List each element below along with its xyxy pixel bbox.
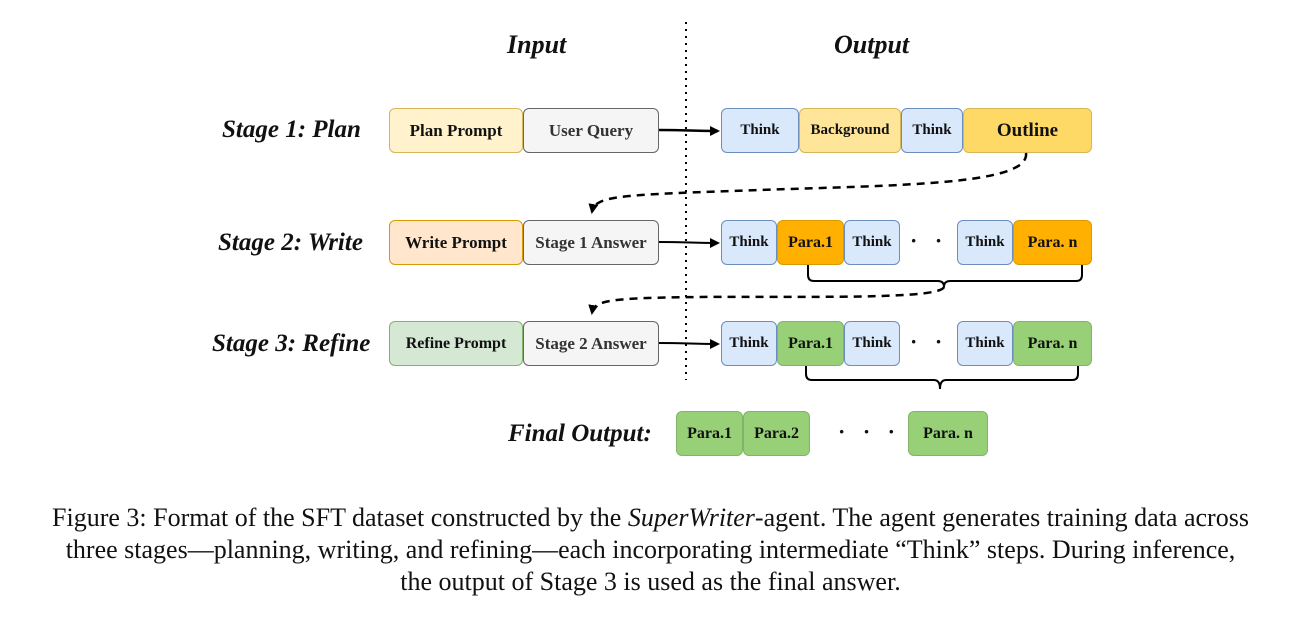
s2-think-3: Think bbox=[957, 220, 1013, 265]
s2-para-1: Para.1 bbox=[777, 220, 844, 265]
stage-2-label: Stage 2: Write bbox=[218, 229, 363, 256]
refine-prompt-box: Refine Prompt bbox=[389, 321, 523, 366]
s2-think-1: Think bbox=[721, 220, 777, 265]
s3-think-2: Think bbox=[844, 321, 900, 366]
s1-think-1: Think bbox=[721, 108, 799, 153]
s1-think-2: Think bbox=[901, 108, 963, 153]
s1-background: Background bbox=[799, 108, 901, 153]
final-para-1: Para.1 bbox=[676, 411, 743, 456]
caption-prefix: Figure 3: Format of the SFT dataset cons… bbox=[52, 503, 628, 532]
output-header: Output bbox=[834, 30, 910, 59]
s2-arrow bbox=[658, 237, 720, 248]
final-para-2: Para.2 bbox=[743, 411, 810, 456]
outline-to-stage1-answer bbox=[588, 152, 1028, 214]
plan-prompt-box: Plan Prompt bbox=[389, 108, 523, 153]
s3-para-1: Para.1 bbox=[777, 321, 844, 366]
figure-caption: Figure 3: Format of the SFT dataset cons… bbox=[48, 502, 1253, 598]
final-ellipsis: · · · bbox=[838, 419, 902, 444]
s3-think-3: Think bbox=[957, 321, 1013, 366]
s3-brace bbox=[805, 366, 1079, 390]
write-prompt-box: Write Prompt bbox=[389, 220, 523, 265]
s2-brace bbox=[807, 265, 1083, 288]
s2-think-2: Think bbox=[844, 220, 900, 265]
input-header: Input bbox=[507, 30, 567, 59]
s3-para-n: Para. n bbox=[1013, 321, 1092, 366]
s3-think-1: Think bbox=[721, 321, 777, 366]
stage2-to-stage2-answer bbox=[588, 286, 946, 315]
s1-outline: Outline bbox=[963, 108, 1092, 153]
stage-2-answer-box: Stage 2 Answer bbox=[523, 321, 659, 366]
s3-arrow bbox=[658, 338, 720, 349]
s1-arrow bbox=[658, 125, 720, 136]
final-output-label: Final Output: bbox=[508, 420, 652, 447]
caption-italic: SuperWriter bbox=[627, 503, 755, 532]
stage-1-label: Stage 1: Plan bbox=[222, 116, 361, 143]
final-para-n: Para. n bbox=[908, 411, 988, 456]
user-query-box: User Query bbox=[523, 108, 659, 153]
caption-suffix: -agent. The agent generates training dat… bbox=[65, 503, 1249, 596]
s2-para-n: Para. n bbox=[1013, 220, 1092, 265]
stage-1-answer-box: Stage 1 Answer bbox=[523, 220, 659, 265]
stage-3-label: Stage 3: Refine bbox=[212, 330, 371, 357]
